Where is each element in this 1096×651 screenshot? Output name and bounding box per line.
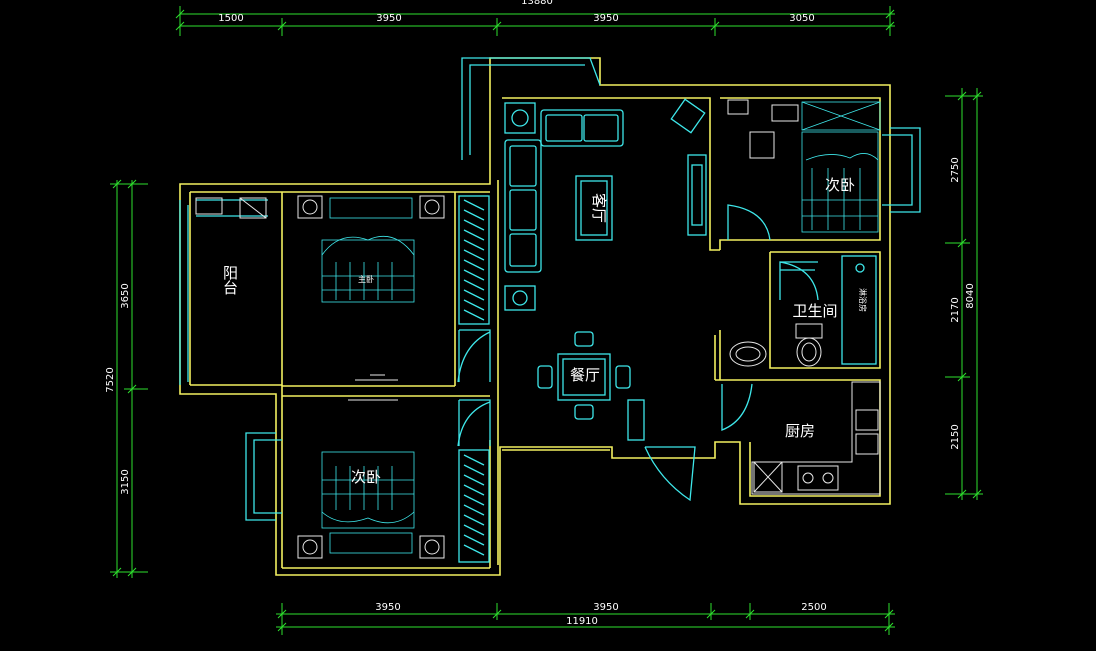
- dim-top-2: 3950: [376, 13, 401, 24]
- desk-chair-icon: [727, 99, 799, 159]
- wardrobe-icon: [457, 195, 491, 383]
- door-bedroom-top: [727, 204, 771, 241]
- dimension-right: [945, 88, 983, 500]
- side-table-icon: [504, 102, 536, 311]
- kitchen-sink-icon: [753, 409, 879, 493]
- north-bay-window: [461, 57, 601, 160]
- dim-bottom-2: 3950: [593, 602, 618, 613]
- stove-icon: [797, 465, 839, 491]
- shower-icon: [779, 255, 877, 365]
- dim-top-total: 13880: [521, 0, 553, 7]
- sink-icon: [729, 341, 767, 367]
- dim-right-total: 8040: [965, 283, 976, 308]
- room-label-bedroom-bottom: 次卧: [351, 468, 381, 486]
- dim-top-3: 3950: [593, 13, 618, 24]
- dim-left-total: 7520: [105, 367, 116, 392]
- toilet-icon: [795, 323, 823, 367]
- room-label-kitchen: 厨房: [785, 422, 815, 440]
- wardrobe-icon-2: [457, 399, 491, 563]
- dimension-bottom: [276, 603, 895, 635]
- dim-right-1: 2750: [950, 157, 961, 182]
- room-label-bathroom: 卫生间: [792, 302, 837, 320]
- dimension-left: [110, 179, 148, 578]
- room-label-living: 客厅: [590, 193, 608, 223]
- dim-right-2: 2170: [950, 297, 961, 322]
- room-label-bedroom-top: 次卧: [825, 176, 855, 194]
- balcony-window: [179, 199, 268, 385]
- door-kitchen: [721, 383, 753, 431]
- tea-table-icon: [575, 175, 613, 241]
- dining-table-icon: [537, 331, 645, 441]
- nightstand-icon-2: [297, 535, 445, 559]
- room-label-shower: 淋浴房: [858, 288, 868, 312]
- dim-left-1: 3650: [120, 283, 131, 308]
- room-label-master: 主卧: [358, 274, 374, 284]
- kitchen-counter: [751, 381, 881, 495]
- west-bay-window: [245, 432, 282, 521]
- double-bed-icon-3: [801, 101, 881, 233]
- dim-right-3: 2150: [950, 424, 961, 449]
- double-bed-icon: [321, 197, 415, 303]
- dim-top-1: 1500: [218, 13, 243, 24]
- door-master: [355, 374, 398, 381]
- east-bay-window: [882, 127, 921, 213]
- room-label-dining: 餐厅: [570, 366, 600, 384]
- balcony-fixture-icon: [195, 197, 267, 219]
- door-entrance: [644, 446, 696, 502]
- sofa-icon: [504, 109, 624, 273]
- dim-left-2: 3150: [120, 469, 131, 494]
- room-label-balcony: 阳台: [221, 265, 239, 295]
- walls: [179, 57, 891, 576]
- dimension-top: [175, 6, 895, 36]
- tv-cabinet-icon: [670, 98, 707, 236]
- nightstand-icon: [297, 195, 445, 219]
- dim-bottom-1: 3950: [375, 602, 400, 613]
- double-bed-icon-2: [321, 451, 415, 554]
- dim-bottom-total: 11910: [566, 616, 598, 627]
- dim-bottom-3: 2500: [801, 602, 826, 613]
- dim-top-4: 3050: [789, 13, 814, 24]
